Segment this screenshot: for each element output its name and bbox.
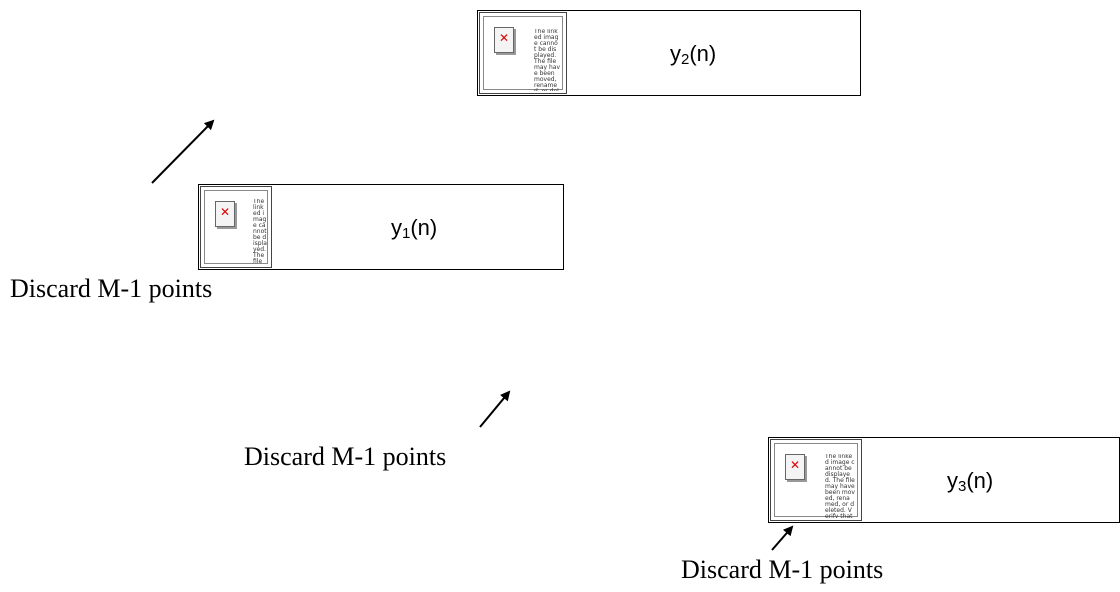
broken-image-icon: ✕ [215,201,235,227]
block-y3: ✕ The linked image cannot be displayed. … [768,437,1120,523]
broken-image-text: The linked image cannot be displayed. Th… [253,199,267,265]
broken-image-placeholder-y1: ✕ The linked image cannot be displayed. … [200,186,272,268]
broken-image-text: The linked image cannot be displayed. Th… [534,29,560,91]
arrow-up-right-icon [771,525,794,551]
block-label-y3: y3(n) [947,468,994,495]
block-label-y2: y2(n) [670,41,717,68]
broken-image-icon: ✕ [785,454,805,480]
discard-label-first: Discard M-1 points [10,274,213,303]
block-label-y1: y1(n) [391,215,438,242]
broken-image-placeholder-y3: ✕ The linked image cannot be displayed. … [770,439,862,521]
arrow-up-right-icon [151,119,215,184]
discard-label-third: Discard M-1 points [681,555,884,584]
block-y1: ✕ The linked image cannot be displayed. … [198,184,564,270]
arrow-up-right-icon [479,390,511,428]
block-y2: ✕ The linked image cannot be displayed. … [477,10,861,96]
broken-image-placeholder-y2: ✕ The linked image cannot be displayed. … [479,12,567,94]
broken-image-icon: ✕ [494,27,514,53]
discard-label-second: Discard M-1 points [244,442,447,471]
broken-image-text: The linked image cannot be displayed. Th… [825,454,855,518]
